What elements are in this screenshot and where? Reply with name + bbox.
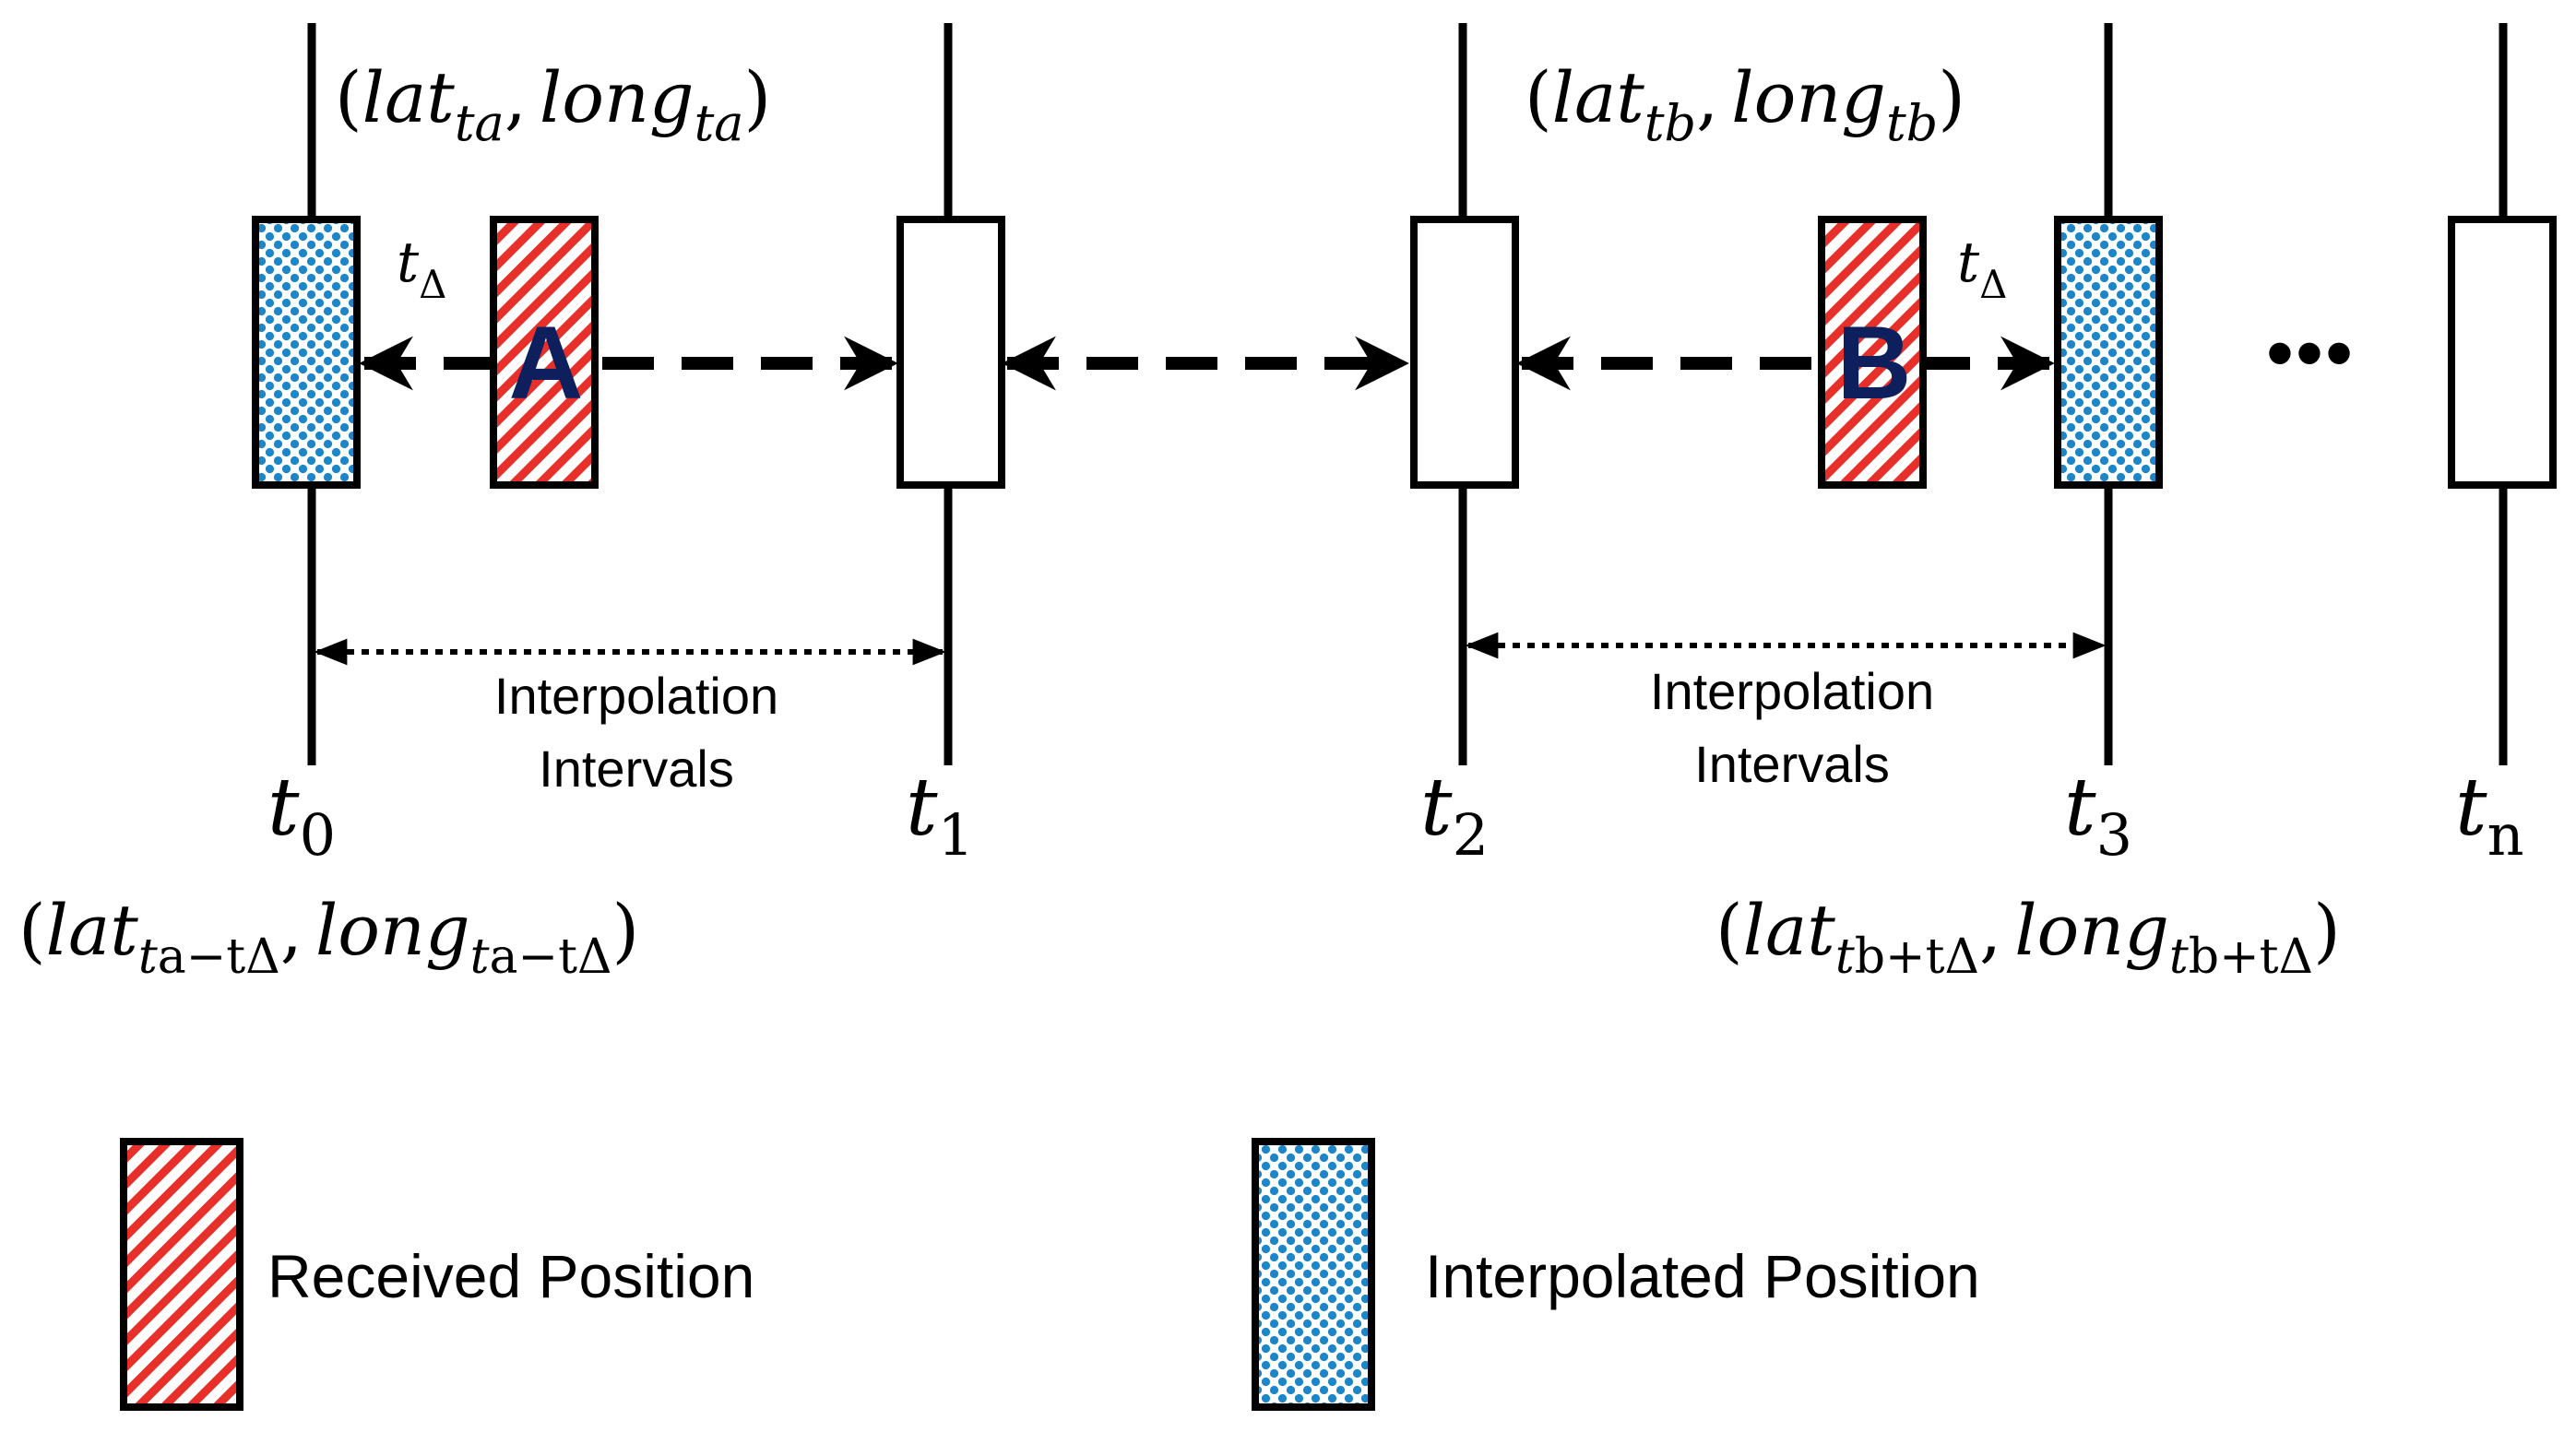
interval-label-2-line1: Interpolation — [1650, 662, 1934, 720]
delta-label-b: tΔ — [1957, 231, 2007, 307]
interval-label-2-line2: Intervals — [1694, 735, 1890, 793]
interval-label-1-line2: Intervals — [539, 740, 734, 798]
interval-label-1-line1: Interpolation — [494, 667, 778, 725]
tick-label-tn: tn — [2455, 762, 2524, 869]
legend-interpolated-swatch — [1252, 1138, 1375, 1411]
interval-arrows — [314, 632, 2107, 666]
tick-label-t3: t3 — [2064, 762, 2132, 869]
legend-received-label: Received Position — [267, 1242, 754, 1310]
delta-label-a: tΔ — [397, 231, 446, 307]
coordinate-bottom-a: (latta−tΔ,longta−tΔ) — [18, 889, 639, 985]
coordinate-bottom-b: (lattb+tΔ,longtb+tΔ) — [1715, 889, 2341, 985]
tick-label-t0: t0 — [267, 762, 336, 869]
legend: Received Position Interpolated Position — [120, 1138, 1980, 1411]
tick-label-t1: t1 — [906, 762, 974, 869]
tick-label-t2: t2 — [1420, 762, 1489, 869]
coordinate-top-a: (latta,longta) — [335, 56, 771, 152]
empty-box-t1 — [896, 216, 1005, 489]
empty-box-t2 — [1410, 216, 1519, 489]
legend-interpolated-label: Interpolated Position — [1425, 1242, 1980, 1310]
received-box-b — [1818, 216, 1927, 489]
received-box-a — [490, 216, 599, 489]
received-label-b: B — [1837, 305, 1912, 420]
legend-received-swatch — [120, 1138, 243, 1411]
timeline-boxes — [252, 216, 2557, 489]
interpolated-box-t0 — [252, 216, 361, 489]
received-label-a: A — [509, 305, 584, 420]
empty-box-tn — [2448, 216, 2557, 489]
coordinate-top-b: (lattb,longtb) — [1525, 56, 1965, 152]
ellipsis: ••• — [2266, 309, 2355, 397]
interpolated-box-t3 — [2054, 216, 2163, 489]
